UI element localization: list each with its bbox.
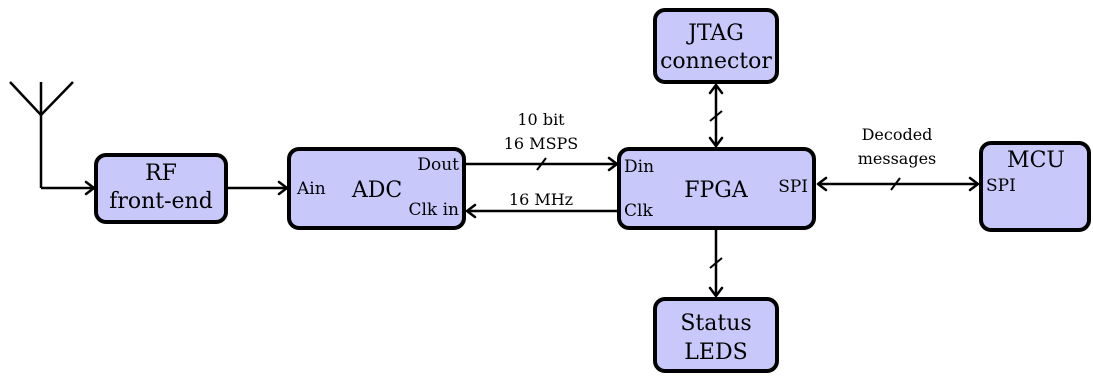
spi-bus: Decoded messages	[816, 125, 980, 192]
fpga-block: FPGA Din Clk SPI	[617, 147, 816, 230]
fpga-port-spi: SPI	[778, 177, 808, 197]
rf-block-label-line2: front-end	[109, 189, 213, 214]
fpga-port-din: Din	[624, 157, 654, 177]
clock-wire: 16 MHz	[465, 190, 618, 219]
jtag-block: JTAG connector	[653, 8, 779, 84]
antenna-icon	[9, 81, 96, 196]
bus-label-width: 10 bit	[517, 110, 565, 129]
mcu-block-title: MCU	[1007, 148, 1065, 173]
bus-label-rate: 16 MSPS	[504, 134, 579, 153]
jtag-block-label-line2: connector	[660, 49, 772, 74]
clock-label: 16 MHz	[509, 190, 573, 209]
adc-port-ain: Ain	[296, 179, 326, 199]
adc-block-title: ADC	[351, 178, 402, 203]
fpga-to-status-wire	[708, 230, 724, 298]
mcu-port-spi: SPI	[986, 176, 1016, 196]
jtag-block-label-line1: JTAG	[686, 21, 744, 46]
jtag-fpga-link	[708, 83, 724, 148]
spi-bus-label-line1: Decoded	[862, 125, 933, 144]
adc-block: ADC Ain Dout Clk in	[287, 147, 466, 230]
spi-bus-label-line2: messages	[858, 149, 937, 168]
rf-block-label-line1: RF	[145, 161, 177, 186]
status-block-label-line2: LEDS	[684, 340, 747, 365]
rf-frontend-block: RF front-end	[94, 153, 228, 224]
adc-to-fpga-bus: 10 bit 16 MSPS	[466, 110, 619, 172]
fpga-block-title: FPGA	[684, 178, 749, 203]
status-leds-block: Status LEDS	[653, 297, 779, 373]
adc-port-clkin: Clk in	[408, 200, 459, 220]
status-block-label-line1: Status	[680, 311, 751, 336]
rf-to-adc-wire	[228, 180, 289, 196]
mcu-block: MCU SPI	[979, 141, 1091, 232]
fpga-port-clk: Clk	[624, 201, 653, 221]
adc-port-dout: Dout	[417, 155, 459, 175]
